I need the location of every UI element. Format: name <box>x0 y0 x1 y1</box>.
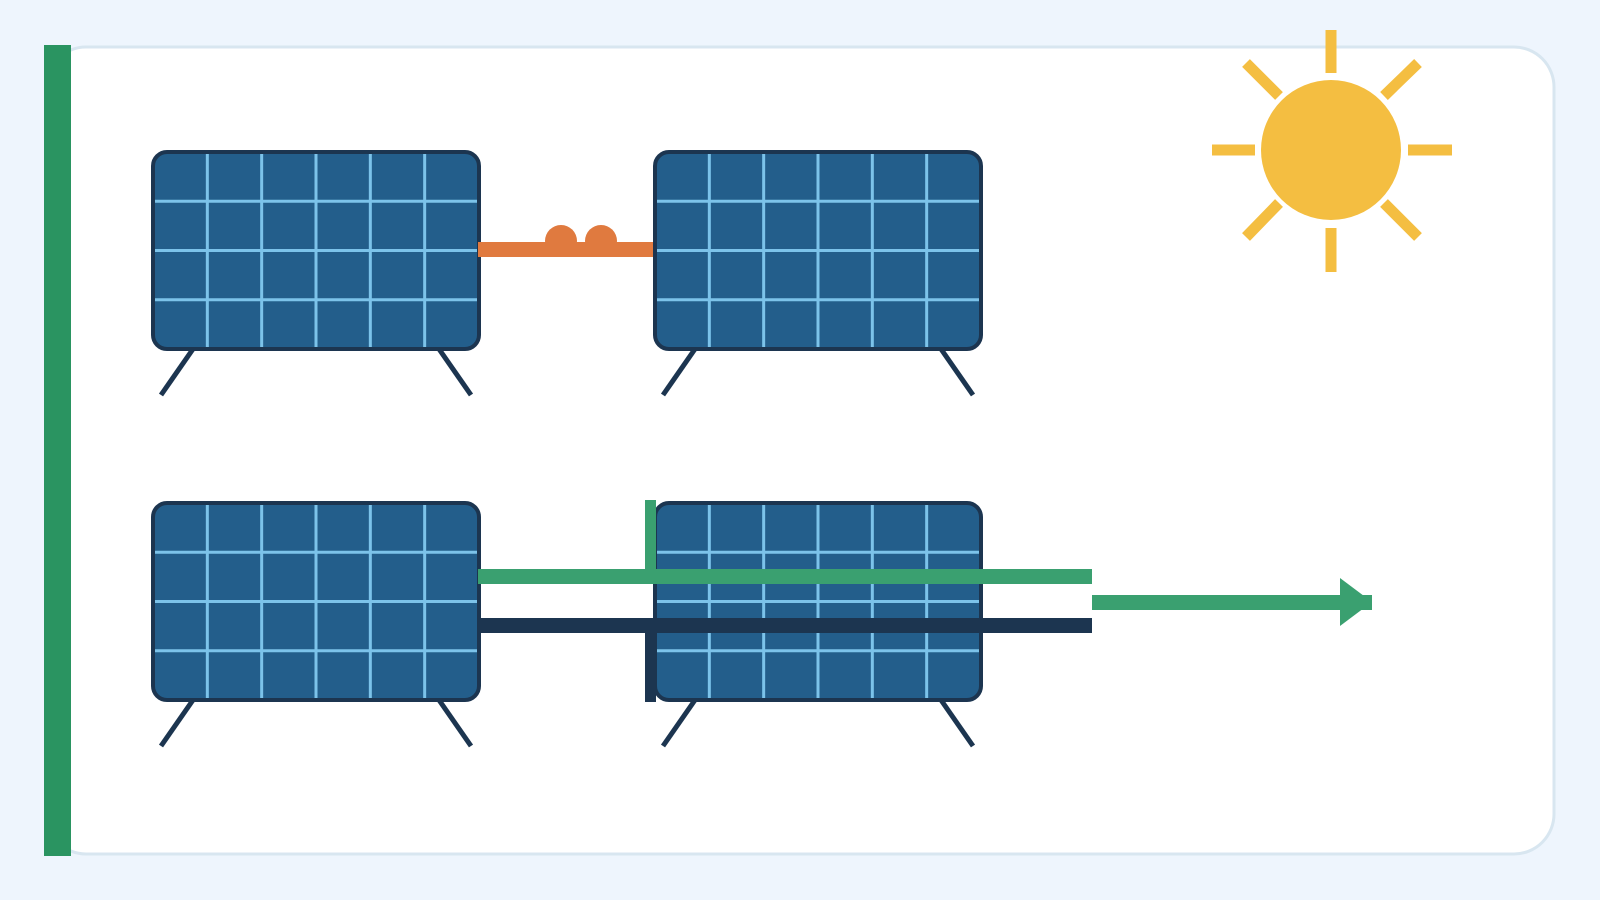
panel-legs <box>660 698 976 748</box>
negative-wire-vertical <box>645 625 656 702</box>
panel-bottom-left <box>151 501 481 748</box>
panel-connector <box>478 225 653 257</box>
panel-legs <box>158 698 474 748</box>
panel-grid <box>657 154 979 347</box>
panel-grid <box>155 154 477 347</box>
panel-legs <box>660 347 976 397</box>
sun-icon <box>1212 30 1452 272</box>
panel-grid <box>155 505 477 698</box>
negative-wire <box>478 618 1092 633</box>
panel-top-right <box>653 150 983 397</box>
accent-bar <box>44 45 71 856</box>
panel-bottom-right <box>653 501 983 748</box>
wiring <box>478 500 1092 702</box>
panel-legs <box>158 347 474 397</box>
positive-wire <box>478 569 1092 584</box>
panel-top-left <box>151 150 481 397</box>
panel-grid <box>657 505 979 698</box>
positive-wire-vertical <box>645 500 656 570</box>
output-arrow-icon <box>1092 578 1372 626</box>
